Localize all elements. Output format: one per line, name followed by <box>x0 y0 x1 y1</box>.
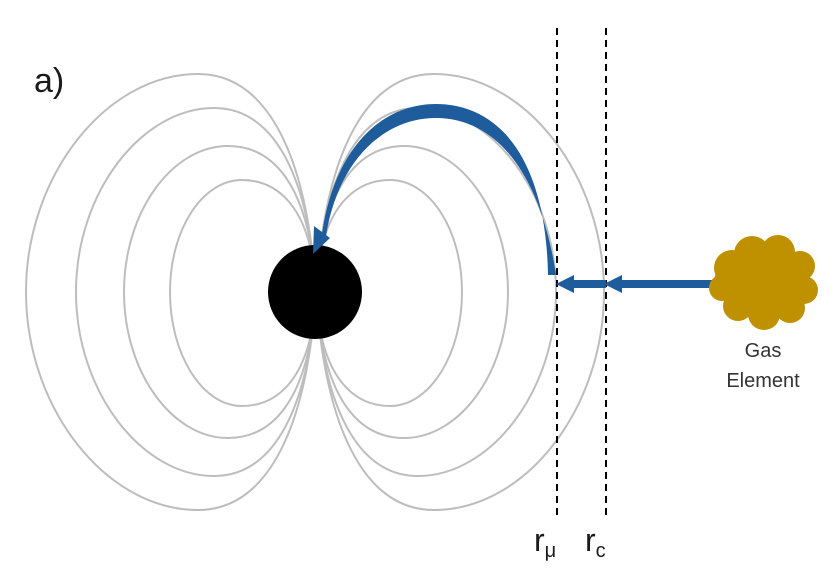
gas-cloud-icon <box>709 235 818 330</box>
inflow-arrowhead-inner-icon <box>556 275 574 293</box>
field-line-right-2 <box>314 144 510 440</box>
gas-label-line-2: Element <box>726 370 800 392</box>
gas-element-label: Gas Element <box>708 336 818 396</box>
field-line-left-1 <box>168 178 318 408</box>
panel-label: a) <box>34 62 65 100</box>
r-c-label: rc <box>585 522 606 563</box>
r-c-subscript: c <box>595 540 606 562</box>
field-line-left-2 <box>122 144 318 440</box>
field-line-left-3 <box>74 106 318 478</box>
r-mu-subscript: μ <box>544 540 557 562</box>
field-line-left-4 <box>24 72 318 512</box>
field-line-right-1 <box>314 178 464 408</box>
channel-arrowhead-icon <box>313 226 330 254</box>
r-mu-base: r <box>534 522 545 558</box>
r-c-base: r <box>585 522 596 558</box>
field-line-right-4 <box>314 72 606 512</box>
accretion-flow-arrow <box>556 275 712 293</box>
r-mu-label: rμ <box>534 522 556 563</box>
gas-label-line-1: Gas <box>744 340 782 362</box>
inflow-arrowhead-outer-icon <box>604 275 622 293</box>
compact-star <box>268 245 362 339</box>
